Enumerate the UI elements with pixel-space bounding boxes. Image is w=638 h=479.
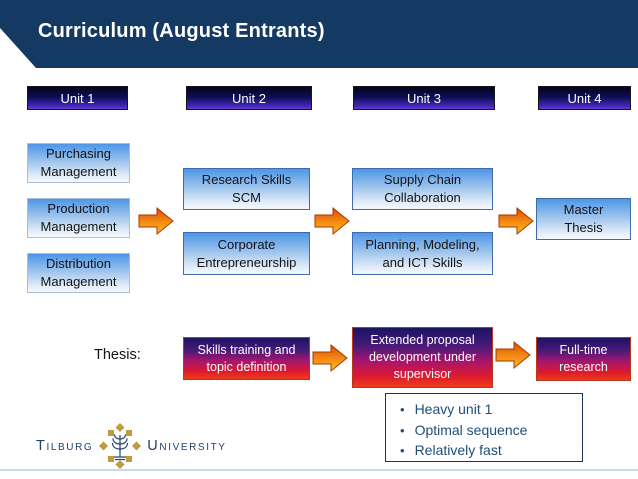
arrow-right-icon [495,340,531,370]
unit-4-header: Unit 4 [538,86,631,110]
course-supply-chain-collaboration: Supply Chain Collaboration [352,168,493,210]
bullet-icon: • [400,402,405,417]
header-bar [0,0,638,68]
note-item: • Heavy unit 1 [400,399,582,420]
tilburg-wordmark: Tilburg [36,438,94,454]
course-purchasing-management: Purchasing Management [27,143,130,183]
arrow-right-icon [138,206,174,236]
unit-1-header: Unit 1 [27,86,128,110]
thesis-stage-skills-training: Skills training and topic definition [183,337,310,380]
unit-2-header: Unit 2 [186,86,312,110]
thesis-label: Thesis: [94,347,141,363]
thesis-stage-full-time-research: Full-time research [536,337,631,381]
course-production-management: Production Management [27,198,130,238]
bullet-icon: • [400,422,405,438]
thesis-stage-extended-proposal: Extended proposal development under supe… [352,327,493,388]
note-text: Optimal sequence [414,421,528,438]
note-text: Heavy unit 1 [414,401,493,417]
course-planning-modeling-ict: Planning, Modeling, and ICT Skills [352,232,493,275]
note-item: • Relatively fast [400,440,582,461]
arrow-right-icon [314,206,350,236]
unit-3-header: Unit 3 [353,86,495,110]
page-title: Curriculum (August Entrants) [38,20,325,42]
arrow-right-icon [312,343,348,373]
note-item: • Optimal sequence [400,420,582,441]
arrow-right-icon [498,206,534,236]
tilburg-university-logo: Tilburg Univer [36,422,236,470]
tilburg-emblem-icon [99,423,142,469]
bottom-divider [0,469,638,471]
course-master-thesis: Master Thesis [536,198,631,240]
course-research-skills-scm: Research Skills SCM [183,168,310,210]
notes-box: • Heavy unit 1 • Optimal sequence • Rela… [385,393,583,462]
note-text: Relatively fast [414,442,502,459]
course-distribution-management: Distribution Management [27,253,130,293]
bullet-icon: • [400,443,405,459]
university-wordmark: University [147,438,227,454]
course-corporate-entrepreneurship: Corporate Entrepreneurship [183,232,310,275]
